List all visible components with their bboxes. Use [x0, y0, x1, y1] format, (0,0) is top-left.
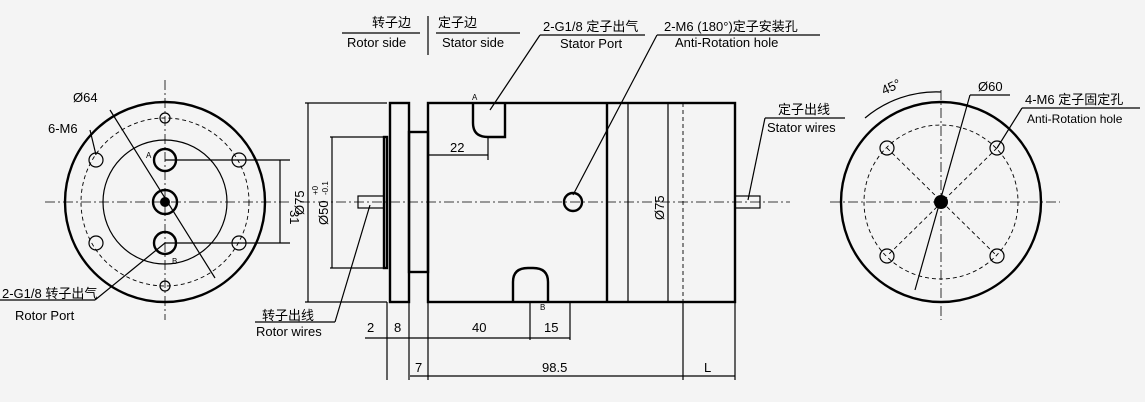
stator-wires-cn: 定子出线 [778, 102, 830, 117]
dim-15: 15 [544, 320, 558, 335]
side-view: 22 Ø75 Ø50 +0 -0.1 Ø75 A B 转子出线 Rotor wi… [255, 93, 845, 380]
stator-side-en: Stator side [442, 35, 504, 50]
side-port-b: B [540, 303, 545, 312]
dia-64-label: Ø64 [73, 90, 98, 105]
stator-wires-en: Stator wires [767, 120, 836, 135]
rotor-port-cn: 2-G1/8 转子出气 [2, 286, 97, 301]
right-end-view: 45° Ø60 4-M6 定子固定孔 Anti-Rotation hole [830, 76, 1140, 320]
dia-75-left: Ø75 [292, 190, 307, 215]
anti-rotation-en: Anti-Rotation hole [675, 35, 778, 50]
stator-side-cn: 定子边 [438, 15, 477, 30]
left-end-view: Ø64 6-M6 31 A B 2-G1/8 转子出气 Rotor Port [0, 80, 302, 323]
rotor-port-en: Rotor Port [15, 308, 75, 323]
dia-75-right: Ø75 [652, 195, 667, 220]
angle-45: 45° [879, 76, 903, 98]
dim-98-5: 98.5 [542, 360, 567, 375]
side-port-a: A [472, 93, 478, 102]
dim-2: 2 [367, 320, 374, 335]
dim-L: L [704, 360, 711, 375]
port-b-label: B [172, 257, 177, 266]
tol-minus: -0.1 [321, 181, 330, 195]
tol-plus: +0 [311, 185, 320, 195]
dia-60-right: Ø60 [978, 79, 1003, 94]
rotor-side-cn: 转子边 [372, 15, 411, 30]
dim-40: 40 [472, 320, 486, 335]
dia-50: Ø50 [316, 200, 331, 225]
dim-31: 31 [287, 210, 302, 224]
dim-7: 7 [415, 360, 422, 375]
holes-6m6-label: 6-M6 [48, 121, 78, 136]
stator-port-cn: 2-G1/8 定子出气 [543, 19, 638, 34]
port-a-label: A [146, 151, 152, 160]
dim-22: 22 [450, 140, 464, 155]
stator-port-en: Stator Port [560, 36, 623, 51]
rotor-wires-cn: 转子出线 [262, 308, 314, 323]
header-labels: 转子边 Rotor side 定子边 Stator side 2-G1/8 定子… [342, 15, 820, 196]
rotor-wires-en: Rotor wires [256, 324, 322, 339]
rotor-side-en: Rotor side [347, 35, 406, 50]
holes-4m6-en: Anti-Rotation hole [1027, 112, 1123, 126]
holes-4m6-cn: 4-M6 定子固定孔 [1025, 92, 1123, 107]
dim-8: 8 [394, 320, 401, 335]
anti-rotation-cn: 2-M6 (180°)定子安装孔 [664, 19, 798, 34]
